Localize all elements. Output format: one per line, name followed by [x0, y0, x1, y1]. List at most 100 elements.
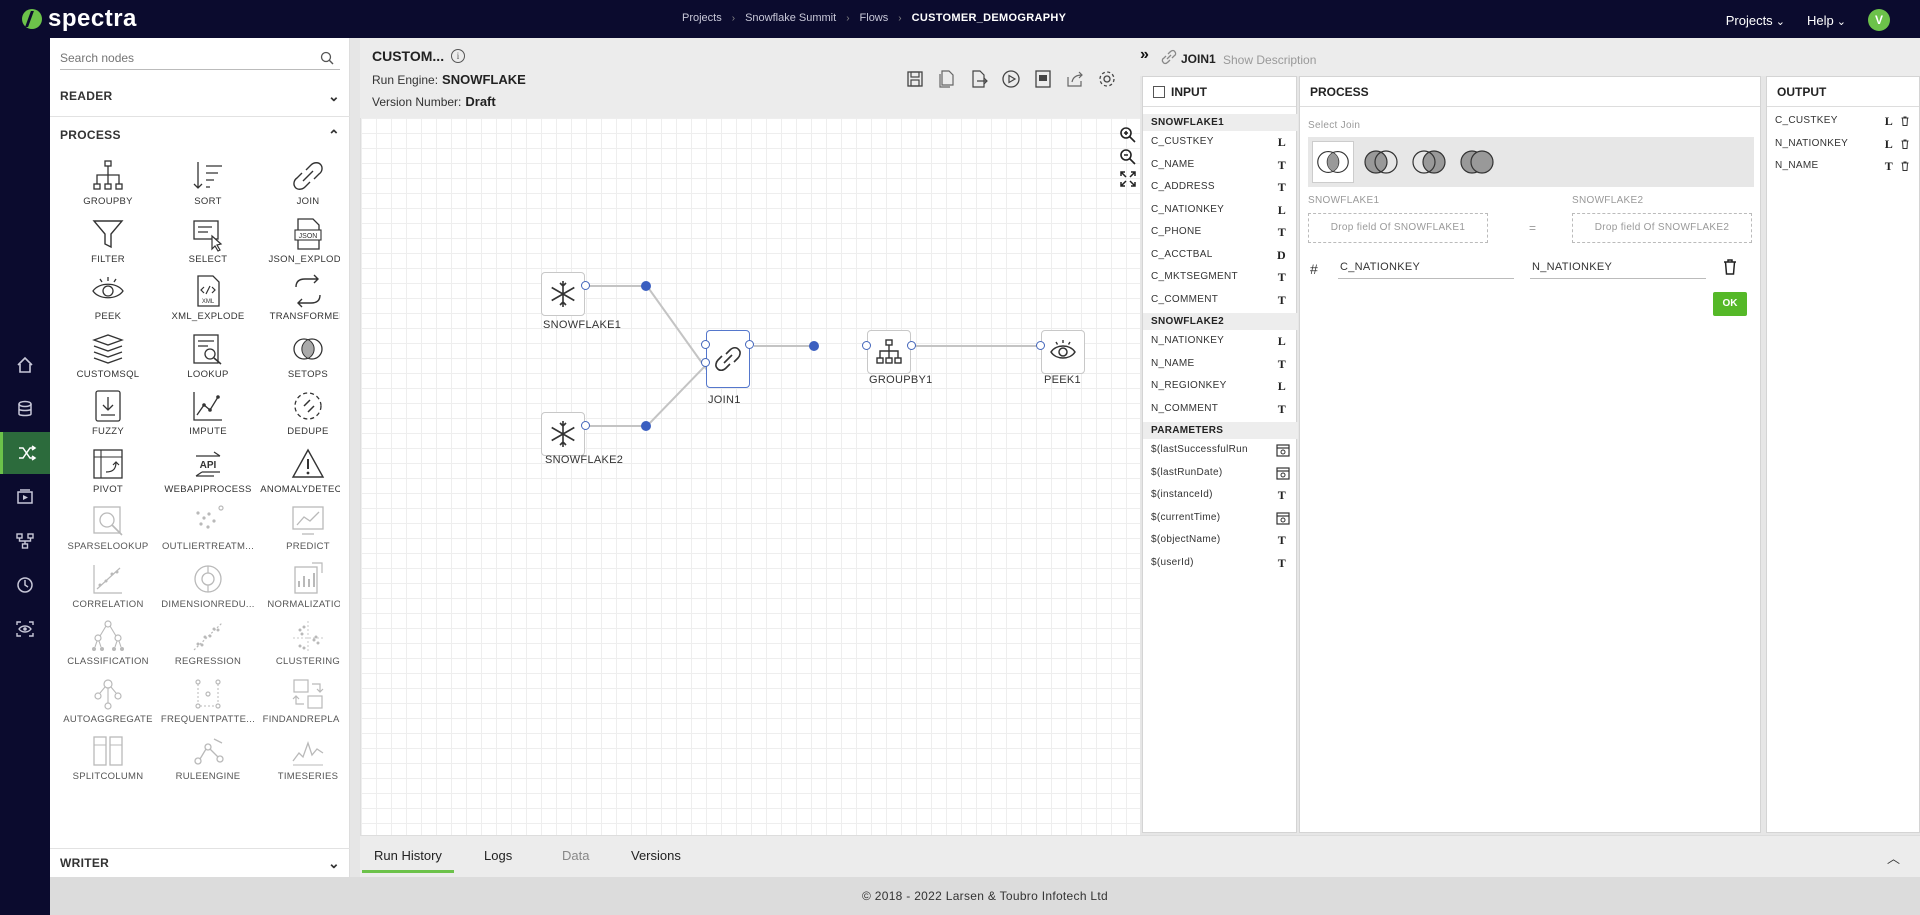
tool-setops[interactable]: SETOPS	[258, 331, 340, 387]
snowflake2-node[interactable]	[541, 412, 585, 456]
tool-select[interactable]: SELECT	[158, 216, 258, 272]
share-button[interactable]	[1064, 68, 1086, 90]
connection-handle[interactable]	[809, 341, 819, 351]
select-all-checkbox[interactable]	[1153, 85, 1165, 98]
input-field-item[interactable]: $(instanceId)T	[1143, 485, 1298, 505]
breadcrumb-projects[interactable]: Projects	[682, 12, 722, 24]
input-group-snowflake1[interactable]: SNOWFLAKE1	[1143, 114, 1298, 131]
projects-menu[interactable]: Projects	[1726, 13, 1785, 28]
left-field-dropzone[interactable]: Drop field Of SNOWFLAKE1	[1308, 213, 1488, 243]
show-description-link[interactable]: Show Description	[1223, 53, 1317, 67]
tab-run-history[interactable]: Run History	[362, 848, 454, 873]
avatar[interactable]: V	[1868, 9, 1890, 31]
info-icon[interactable]: i	[451, 49, 465, 63]
tool-regression[interactable]: REGRESSION	[158, 618, 258, 674]
tool-splitcolumn[interactable]: SPLITCOLUMN	[60, 733, 158, 789]
tool-dedupe[interactable]: DEDUPE	[258, 388, 340, 444]
tab-data[interactable]: Data	[562, 848, 590, 863]
tool-sort[interactable]: SORT	[158, 158, 258, 214]
tool-outliertreatm[interactable]: OUTLIERTREATM...	[158, 503, 258, 559]
monitor-nav[interactable]	[0, 608, 50, 650]
tool-pivot[interactable]: PIVOT	[60, 446, 158, 502]
tool-groupby[interactable]: GROUPBY	[60, 158, 158, 214]
lineage-nav[interactable]	[0, 520, 50, 562]
zoom-out-icon[interactable]	[1119, 148, 1137, 166]
flows-nav[interactable]	[0, 432, 50, 474]
help-menu[interactable]: Help	[1807, 13, 1846, 28]
save-button[interactable]	[904, 68, 926, 90]
tool-sparselookup[interactable]: SPARSELOOKUP	[60, 503, 158, 559]
snowflake1-node[interactable]	[541, 272, 585, 316]
input-port[interactable]	[701, 358, 710, 367]
tool-peek[interactable]: PEEK	[60, 273, 158, 329]
tool-normalization[interactable]: NORMALIZATION	[258, 561, 340, 617]
zoom-in-icon[interactable]	[1119, 126, 1137, 144]
double-chevron-right-icon[interactable]: »	[1140, 46, 1149, 63]
tool-autoaggregate[interactable]: AUTOAGGREGATE	[60, 676, 158, 732]
output-port[interactable]	[745, 340, 754, 349]
settings-button[interactable]	[1096, 68, 1118, 90]
groupby1-node[interactable]	[867, 330, 911, 374]
inner-join-option[interactable]	[1312, 141, 1354, 183]
join1-node[interactable]	[706, 330, 750, 388]
right-join-option[interactable]	[1408, 141, 1450, 183]
preview-button[interactable]	[1032, 68, 1054, 90]
tool-classification[interactable]: CLASSIFICATION	[60, 618, 158, 674]
input-field-item[interactable]: $(currentTime)	[1143, 508, 1298, 528]
fit-screen-icon[interactable]	[1119, 170, 1137, 188]
output-port[interactable]	[581, 281, 590, 290]
input-group-parameters[interactable]: PARAMETERS	[1143, 422, 1298, 439]
tool-fuzzy[interactable]: FUZZY	[60, 388, 158, 444]
full-join-option[interactable]	[1456, 141, 1498, 183]
tool-clustering[interactable]: CLUSTERING	[258, 618, 340, 674]
input-field-item[interactable]: $(lastSuccessfulRun	[1143, 440, 1298, 460]
tab-logs[interactable]: Logs	[484, 848, 513, 863]
spectra-logo[interactable]: spectra	[22, 5, 137, 33]
input-field-item[interactable]: $(userId)T	[1143, 553, 1298, 573]
left-join-key[interactable]: C_NATIONKEY	[1338, 257, 1514, 279]
process-section-header[interactable]: PROCESS ⌃	[50, 120, 350, 150]
home-nav[interactable]	[0, 344, 50, 386]
flow-canvas[interactable]: SNOWFLAKE1 SNOWFLAKE2 JOIN1 GROUPBY1 PEE…	[360, 118, 1140, 835]
database-nav[interactable]	[0, 388, 50, 430]
tool-customsql[interactable]: CUSTOMSQL	[60, 331, 158, 387]
peek1-node[interactable]	[1041, 330, 1085, 374]
run-button[interactable]	[1000, 68, 1022, 90]
search-input[interactable]	[60, 48, 310, 68]
breadcrumb-flows[interactable]: Flows	[859, 12, 889, 24]
search-icon[interactable]	[320, 51, 334, 65]
trash-icon[interactable]	[1901, 139, 1909, 149]
tool-join[interactable]: JOIN	[258, 158, 340, 214]
save-as-button[interactable]	[936, 68, 958, 90]
connection-handle[interactable]	[641, 421, 651, 431]
tool-ruleengine[interactable]: RULEENGINE	[158, 733, 258, 789]
left-join-option[interactable]	[1360, 141, 1402, 183]
tool-anomalydetect[interactable]: ANOMALYDETECT...	[258, 446, 340, 502]
trash-icon[interactable]	[1901, 161, 1909, 171]
output-port[interactable]	[907, 341, 916, 350]
right-join-key[interactable]: N_NATIONKEY	[1530, 257, 1706, 279]
tool-lookup[interactable]: LOOKUP	[158, 331, 258, 387]
chevron-up-icon[interactable]: ︿	[1886, 851, 1900, 866]
export-button[interactable]	[968, 68, 990, 90]
input-group-snowflake2[interactable]: SNOWFLAKE2	[1143, 313, 1298, 330]
tool-findandreplace[interactable]: FINDANDREPLACE	[258, 676, 340, 732]
jobs-nav[interactable]	[0, 476, 50, 518]
right-field-dropzone[interactable]: Drop field Of SNOWFLAKE2	[1572, 213, 1752, 243]
input-field-item[interactable]: $(lastRunDate)	[1143, 463, 1298, 483]
